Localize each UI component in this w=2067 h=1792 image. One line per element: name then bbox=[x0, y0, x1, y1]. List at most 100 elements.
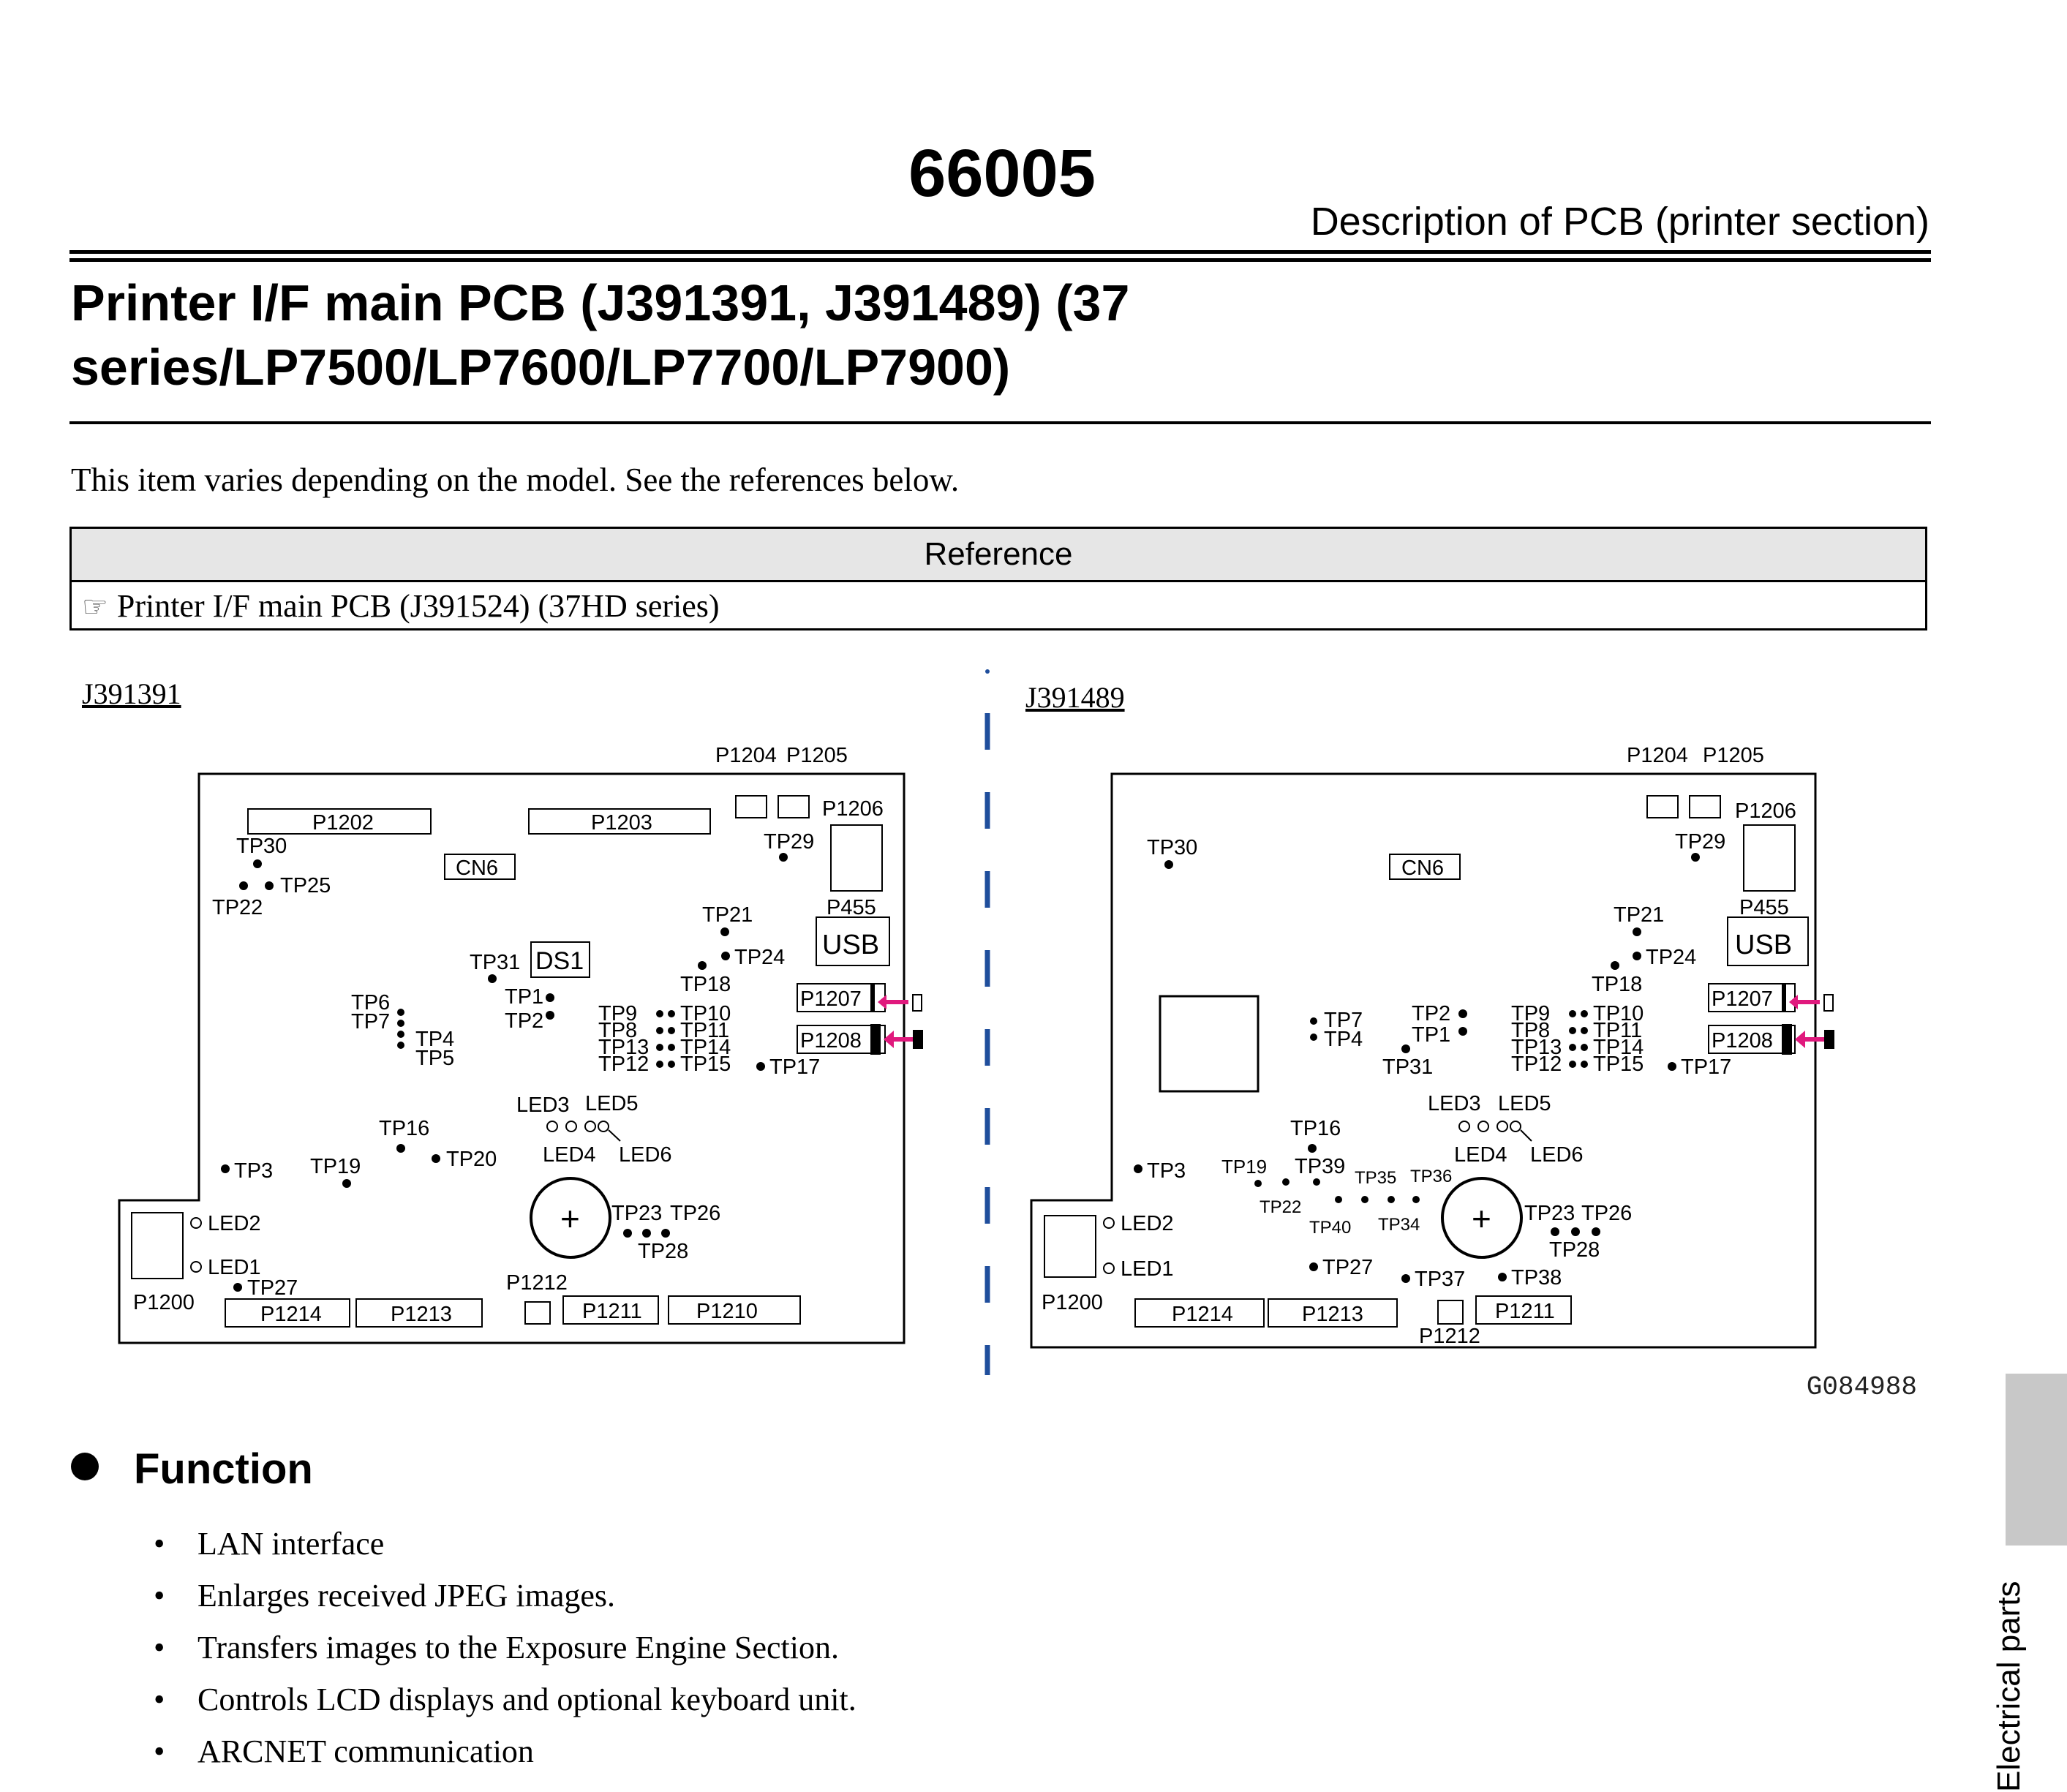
label-p1204: P1204 bbox=[715, 744, 777, 767]
label-tp3: TP3 bbox=[234, 1159, 273, 1183]
label-tp4: TP4 bbox=[1324, 1028, 1363, 1051]
label-tp17: TP17 bbox=[1681, 1055, 1731, 1079]
label-ds1: DS1 bbox=[535, 947, 584, 975]
reference-link[interactable]: Printer I/F main PCB (J391524) (37HD ser… bbox=[116, 588, 720, 624]
list-item: Controls LCD displays and optional keybo… bbox=[154, 1681, 856, 1733]
document-title: Printer I/F main PCB (J391391, J391489) … bbox=[71, 271, 1826, 399]
label-tp7: TP7 bbox=[1324, 1009, 1363, 1032]
label-tp12: TP12 bbox=[1511, 1053, 1562, 1076]
label-tp16: TP16 bbox=[1290, 1117, 1341, 1140]
function-list: LAN interface Enlarges received JPEG ima… bbox=[154, 1525, 856, 1785]
label-tp13: TP13 bbox=[598, 1036, 649, 1059]
label-p1214: P1214 bbox=[1172, 1303, 1233, 1326]
label-p1200: P1200 bbox=[1042, 1291, 1103, 1314]
pink-arrow-icon bbox=[878, 994, 922, 1012]
list-item: ARCNET communication bbox=[154, 1733, 856, 1785]
label-tp22: TP22 bbox=[212, 896, 263, 919]
label-tp34: TP34 bbox=[1378, 1215, 1420, 1235]
side-tab-label: Electrical parts bbox=[1991, 1581, 2027, 1792]
header-rule-bottom bbox=[69, 258, 1931, 262]
battery-plus-icon: + bbox=[560, 1200, 580, 1238]
label-tp14: TP14 bbox=[1593, 1036, 1644, 1059]
label-tp21: TP21 bbox=[1614, 903, 1664, 927]
label-tp8: TP8 bbox=[598, 1019, 637, 1042]
label-led5: LED5 bbox=[1498, 1092, 1551, 1115]
label-tp10: TP10 bbox=[680, 1002, 731, 1025]
list-item: Transfers images to the Exposure Engine … bbox=[154, 1629, 856, 1681]
pointing-hand-icon: ☞ bbox=[82, 590, 108, 624]
pink-arrow-icon bbox=[1795, 1030, 1834, 1049]
label-p1207: P1207 bbox=[1712, 987, 1773, 1011]
label-usb: USB bbox=[1735, 930, 1792, 960]
pink-arrow-icon bbox=[1789, 994, 1834, 1012]
label-p1202: P1202 bbox=[312, 811, 374, 835]
label-tp24: TP24 bbox=[734, 946, 785, 969]
left-board: P1204 P1205 P1206 P1202 P1203 TP30 TP25 … bbox=[118, 744, 923, 1344]
title-rule bbox=[69, 421, 1931, 424]
label-usb: USB bbox=[822, 930, 879, 960]
label-p1204: P1204 bbox=[1627, 744, 1688, 767]
label-tp17: TP17 bbox=[769, 1055, 820, 1079]
label-tp9: TP9 bbox=[598, 1002, 637, 1025]
label-tp29: TP29 bbox=[1675, 830, 1725, 854]
label-p1200: P1200 bbox=[133, 1291, 195, 1314]
bullet-dot-icon bbox=[71, 1453, 99, 1480]
label-led1: LED1 bbox=[1121, 1257, 1174, 1281]
page-number: 66005 bbox=[908, 136, 1096, 211]
left-board-label: J391391 bbox=[82, 677, 181, 710]
label-p1213: P1213 bbox=[391, 1303, 452, 1326]
label-tp28: TP28 bbox=[1549, 1238, 1600, 1262]
battery-plus-icon: + bbox=[1472, 1200, 1491, 1238]
reference-row[interactable]: ☞Printer I/F main PCB (J391524) (37HD se… bbox=[72, 582, 1925, 630]
label-tp14: TP14 bbox=[680, 1036, 731, 1059]
label-p455: P455 bbox=[1739, 896, 1789, 919]
label-tp4: TP4 bbox=[415, 1028, 454, 1051]
label-tp23: TP23 bbox=[611, 1202, 662, 1225]
right-board: P1204 P1205 P1206 TP30 CN6 TP29 TP21 P45… bbox=[1030, 744, 1834, 1349]
label-p1213: P1213 bbox=[1302, 1303, 1363, 1326]
section-title: Description of PCB (printer section) bbox=[1310, 200, 1929, 244]
label-tp3: TP3 bbox=[1147, 1159, 1186, 1183]
document-title-line2: series/LP7500/LP7600/LP7700/LP7900) bbox=[71, 339, 1011, 396]
label-tp22: TP22 bbox=[1260, 1197, 1301, 1217]
label-cn6: CN6 bbox=[1401, 857, 1444, 880]
label-tp5: TP5 bbox=[415, 1047, 454, 1070]
label-p1214: P1214 bbox=[260, 1303, 322, 1326]
label-tp19: TP19 bbox=[310, 1155, 361, 1178]
label-tp1: TP1 bbox=[505, 985, 543, 1009]
label-led3: LED3 bbox=[516, 1093, 570, 1117]
side-tab[interactable] bbox=[2006, 1374, 2067, 1546]
label-p1208: P1208 bbox=[800, 1029, 862, 1053]
label-led2: LED2 bbox=[1121, 1212, 1174, 1235]
right-board-label: J391489 bbox=[1025, 681, 1125, 714]
label-tp19: TP19 bbox=[1221, 1156, 1267, 1178]
label-p1207: P1207 bbox=[800, 987, 862, 1011]
list-item: Enlarges received JPEG images. bbox=[154, 1577, 856, 1629]
reference-table: Reference ☞Printer I/F main PCB (J391524… bbox=[69, 527, 1927, 630]
label-tp31: TP31 bbox=[470, 951, 520, 974]
label-p1208: P1208 bbox=[1712, 1029, 1773, 1053]
label-p1206: P1206 bbox=[822, 797, 884, 821]
label-tp20: TP20 bbox=[446, 1148, 497, 1171]
label-tp35: TP35 bbox=[1355, 1168, 1396, 1188]
label-tp11: TP11 bbox=[680, 1019, 729, 1042]
label-tp11: TP11 bbox=[1593, 1019, 1642, 1042]
label-tp18: TP18 bbox=[1592, 973, 1642, 996]
label-tp23: TP23 bbox=[1524, 1202, 1575, 1225]
label-tp27: TP27 bbox=[1322, 1256, 1373, 1279]
label-led3: LED3 bbox=[1428, 1092, 1481, 1115]
label-tp28: TP28 bbox=[638, 1240, 688, 1263]
label-led1: LED1 bbox=[208, 1256, 261, 1279]
label-tp2: TP2 bbox=[1412, 1002, 1450, 1025]
label-tp26: TP26 bbox=[670, 1202, 720, 1225]
label-tp9: TP9 bbox=[1511, 1002, 1550, 1025]
header-rule-top bbox=[69, 250, 1931, 254]
label-tp15: TP15 bbox=[680, 1053, 731, 1076]
label-tp31: TP31 bbox=[1382, 1055, 1433, 1079]
label-p1205: P1205 bbox=[786, 744, 848, 767]
label-p455: P455 bbox=[827, 896, 876, 919]
label-p1210: P1210 bbox=[696, 1300, 758, 1323]
label-tp29: TP29 bbox=[764, 830, 814, 854]
figure-code: G084988 bbox=[1806, 1372, 1917, 1402]
